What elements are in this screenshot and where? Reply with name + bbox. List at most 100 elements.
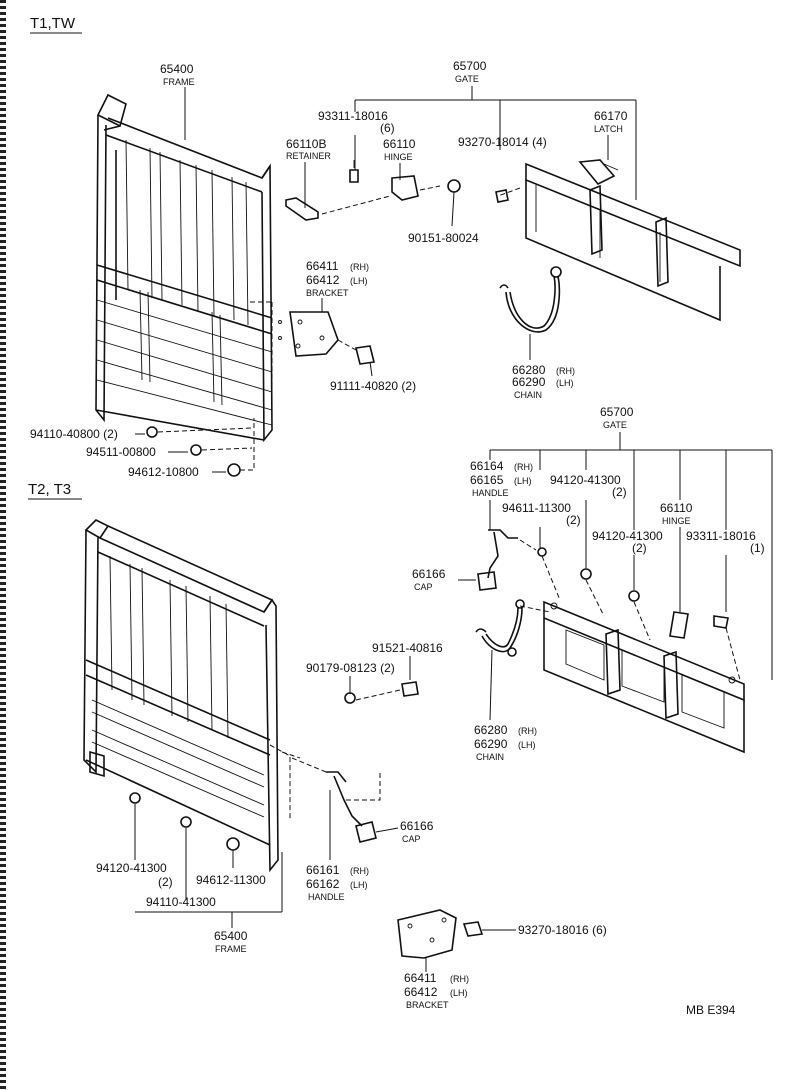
label-frame-top-name: FRAME <box>163 77 195 87</box>
label-chain-top-lh-tag: (LH) <box>556 378 574 388</box>
label-bolt-93311-bot-qty: (1) <box>750 541 765 555</box>
label-chain-bot-lh: 66290 <box>474 737 508 751</box>
label-nut-94110-top: 94110-40800 (2) <box>30 427 118 441</box>
label-washer-90151: 90151-80024 <box>408 231 479 245</box>
label-bracket-bot-rh: 66411 <box>404 971 437 985</box>
label-cap-b-number: 66166 <box>400 819 434 833</box>
nut-94120-a-icon <box>580 568 592 580</box>
label-nut-94120-a-qty: (2) <box>612 485 627 499</box>
label-chain-top-lh: 66290 <box>512 375 546 389</box>
drawing-code: MB E394 <box>686 1003 736 1017</box>
label-chain-top-rh-tag: (RH) <box>556 366 575 376</box>
label-hinge-bot-name: HINGE <box>662 516 691 526</box>
label-bolt-91111: 91111-40820 (2) <box>330 379 416 393</box>
label-gate-bot-number: 65700 <box>600 405 634 419</box>
label-handle-frame-lh-tag: (LH) <box>350 880 368 890</box>
label-nut-94612-bot: 94612-11300 <box>196 873 266 887</box>
label-nut-94120-c: 94120-41300 <box>96 861 167 875</box>
label-nut-94110-bot: 94110-41300 <box>146 895 216 909</box>
label-retainer-name: RETAINER <box>286 151 331 161</box>
label-bolt-90179: 90179-08123 (2) <box>306 661 395 675</box>
label-bracket-top-lh-tag: (LH) <box>350 276 368 286</box>
section-heading-top: T1,TW <box>30 15 76 32</box>
label-bracket-top-lh: 66412 <box>306 273 340 287</box>
label-handle-bot-lh-tag: (LH) <box>514 476 532 486</box>
label-gate-top-name: GATE <box>455 74 479 84</box>
label-latch-name: LATCH <box>594 124 623 134</box>
label-nut-94611-qty: (2) <box>566 513 581 527</box>
label-handle-bot-rh: 66164 <box>470 459 504 473</box>
label-nut-94120-b-qty: (2) <box>632 541 647 555</box>
label-handle-frame-lh: 66162 <box>306 877 340 891</box>
label-chain-top-rh: 66280 <box>512 363 546 377</box>
label-frame-top-number: 65400 <box>160 62 194 76</box>
label-hinge-bot-number: 66110 <box>660 501 693 515</box>
label-chain-bot-name: CHAIN <box>476 752 504 762</box>
label-nut-94611: 94611-11300 <box>502 501 571 515</box>
label-gate-bot-name: GATE <box>603 420 627 430</box>
label-nut-94120-a: 94120-41300 <box>550 473 621 487</box>
bolt-93311-bot-icon <box>713 615 729 629</box>
chain-bot-drawing <box>475 599 525 721</box>
nut-94612-bot-icon <box>226 837 240 851</box>
bracket-top-drawing <box>289 311 375 377</box>
label-chain-bot-lh-tag: (LH) <box>518 740 536 750</box>
label-chain-bot-rh-tag: (RH) <box>518 726 537 736</box>
retainer-hinge-group <box>285 160 461 227</box>
label-handle-frame-rh: 66161 <box>306 863 340 877</box>
page-edge <box>0 0 6 1090</box>
label-chain-bot-rh: 66280 <box>474 723 508 737</box>
label-retainer-number: 66110B <box>286 137 326 151</box>
label-latch-number: 66170 <box>594 109 628 123</box>
label-bracket-top-rh: 66411 <box>306 259 339 273</box>
label-nut-94612-top: 94612-10800 <box>128 465 199 479</box>
label-cap-b-name: CAP <box>402 834 421 844</box>
label-bolt-93311-top: 93311-18016 <box>318 109 388 123</box>
label-bolt-93270-bot: 93270-18016 (6) <box>518 923 607 937</box>
label-bolt-93311-top-qty: (6) <box>380 121 395 135</box>
nut-94612-top-icon <box>227 463 241 477</box>
label-handle-frame-rh-tag: (RH) <box>350 866 369 876</box>
label-handle-bot-rh-tag: (RH) <box>514 462 533 472</box>
label-bolt-91521: 91521-40816 <box>372 641 443 655</box>
nut-94110-bot-icon <box>180 816 192 828</box>
handle-frame-drawing <box>291 757 381 843</box>
label-cap-a-number: 66166 <box>412 567 446 581</box>
bracket-bot-drawing <box>397 909 516 972</box>
label-nut-94120-c-qty: (2) <box>158 875 173 889</box>
label-handle-bot-name: HANDLE <box>472 488 509 498</box>
label-bracket-top-rh-tag: (RH) <box>350 262 369 272</box>
label-bracket-bot-name: BRACKET <box>406 1000 449 1010</box>
label-frame-bot-name: FRAME <box>215 944 247 954</box>
frame-top-drawing <box>95 93 282 443</box>
nut-94120-c-icon <box>129 792 141 804</box>
frame-bot-drawing <box>83 519 291 873</box>
gate-bot-drawing <box>519 600 745 754</box>
label-bracket-bot-lh-tag: (LH) <box>450 988 468 998</box>
label-bolt-93270-top: 93270-18014 (4) <box>458 135 547 149</box>
nut-94120-b-icon <box>628 590 640 602</box>
bolt-91521-icon <box>401 681 419 697</box>
label-chain-top-name: CHAIN <box>514 390 542 400</box>
label-bolt-93311-bot: 93311-18016 <box>686 529 756 543</box>
label-bracket-bot-lh: 66412 <box>404 985 438 999</box>
label-handle-frame-name: HANDLE <box>308 892 345 902</box>
section-heading-bottom: T2, T3 <box>28 481 71 498</box>
label-cap-a-name: CAP <box>414 582 433 592</box>
label-nut-94120-b: 94120-41300 <box>592 529 663 543</box>
label-hinge-top-name: HINGE <box>384 152 413 162</box>
label-handle-bot-lh: 66165 <box>470 473 504 487</box>
handle-bot-drawing <box>477 529 547 591</box>
bolt-90179-icon <box>344 692 356 704</box>
hinge-bot-icon <box>669 611 689 639</box>
nut-94110-top-icon <box>146 426 158 438</box>
chain-top-drawing <box>499 266 562 360</box>
label-nut-94511: 94511-00800 <box>86 445 156 459</box>
nut-94511-icon <box>190 444 202 456</box>
label-hinge-top-number: 66110 <box>383 137 416 151</box>
label-bracket-bot-rh-tag: (RH) <box>450 974 469 984</box>
gate-top-drawing <box>495 159 741 322</box>
label-frame-bot-number: 65400 <box>214 929 248 943</box>
